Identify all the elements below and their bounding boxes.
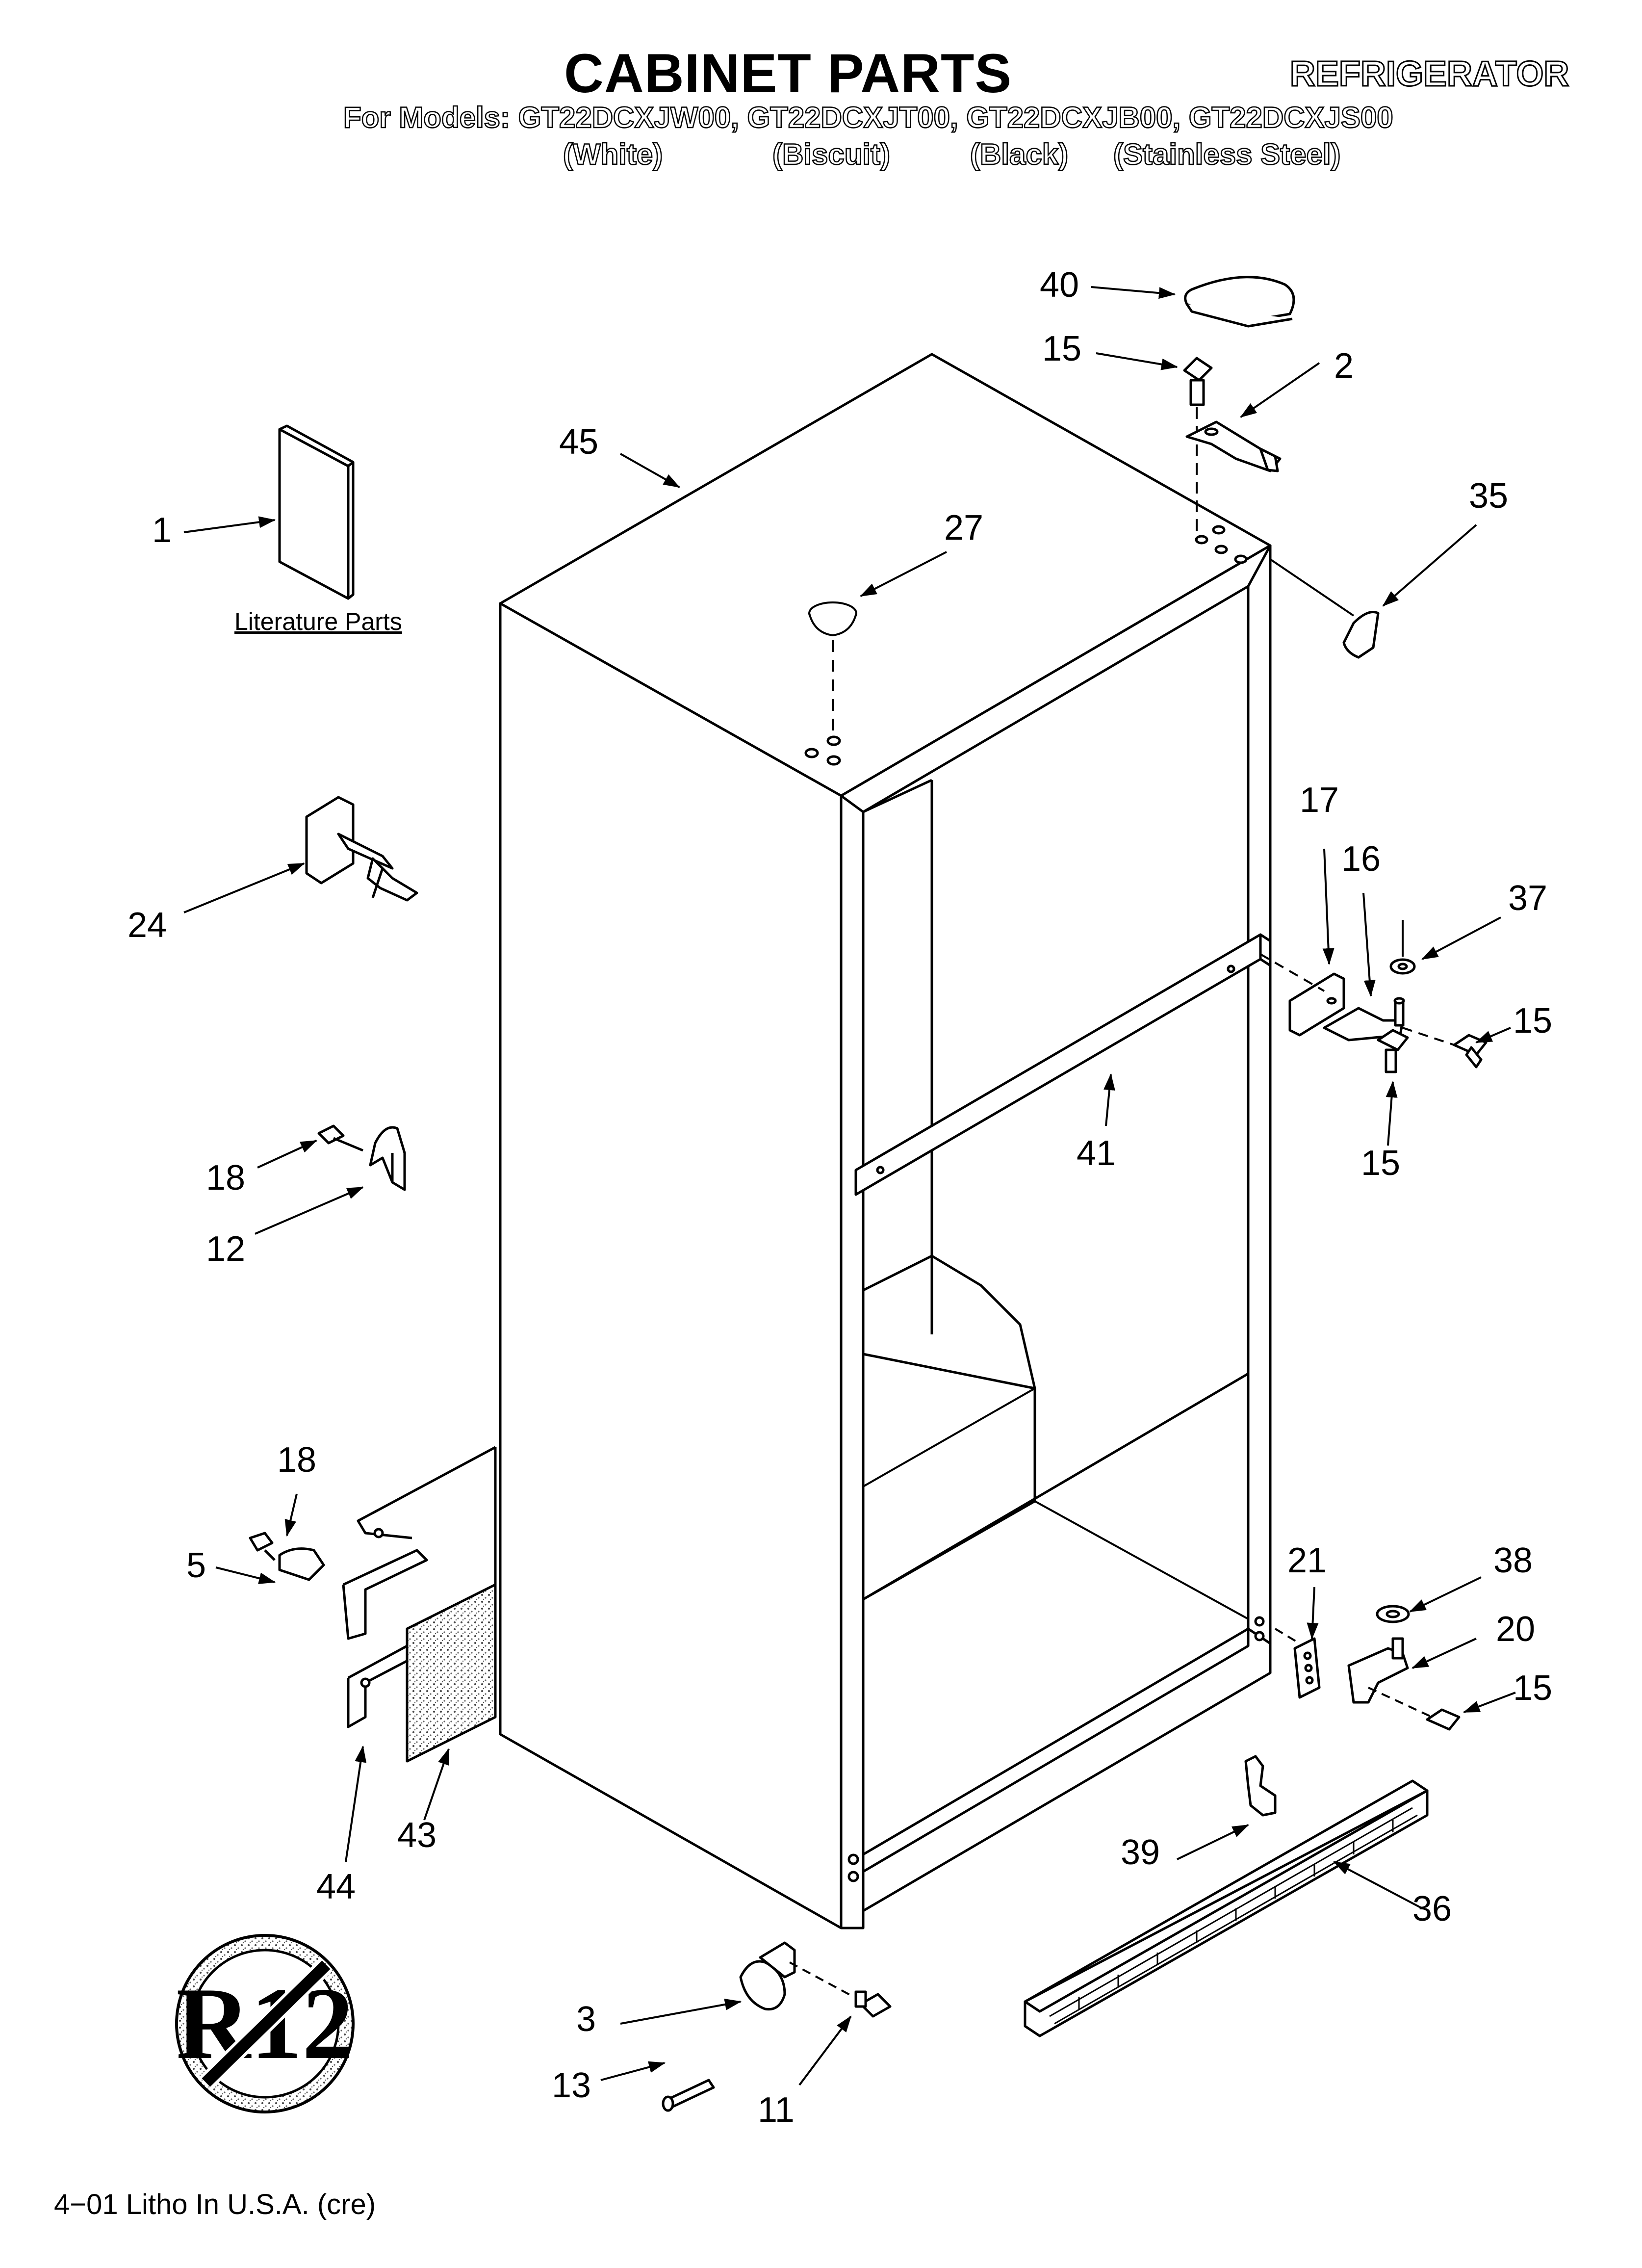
base-grille-36 [1024, 1779, 1429, 2037]
callout-38: 38 [1493, 1541, 1533, 1580]
callout-40: 40 [1040, 265, 1079, 305]
variant-black: (Black) [970, 137, 1069, 172]
callout-39: 39 [1121, 1833, 1160, 1872]
callout-15-mid: 15 [1361, 1144, 1400, 1183]
plug-27 [808, 601, 857, 736]
callout-2: 2 [1334, 346, 1354, 386]
callout-41: 41 [1077, 1134, 1116, 1173]
literature-parts-label: Literature Parts [234, 608, 402, 635]
callout-3: 3 [576, 2000, 596, 2039]
variant-biscuit: (Biscuit) [772, 137, 891, 172]
callout-35: 35 [1469, 476, 1508, 516]
callout-18-lower: 18 [277, 1440, 316, 1480]
callout-20: 20 [1496, 1610, 1535, 1649]
callout-5: 5 [186, 1546, 206, 1585]
literature-parts [278, 424, 355, 600]
callout-1: 1 [152, 511, 172, 550]
callout-12: 12 [206, 1229, 245, 1269]
callout-36: 36 [1412, 1889, 1452, 1929]
hinge-cover-40 [1184, 276, 1295, 328]
center-hinge-group [1260, 920, 1488, 1073]
roller-assembly [662, 1941, 892, 2112]
callout-45: 45 [559, 422, 598, 462]
category-label: REFRIGERATOR [1289, 54, 1569, 95]
bottom-hinge-group [1274, 1605, 1461, 1731]
models-line: For Models: GT22DCXJW00, GT22DCXJT00, GT… [343, 101, 1394, 135]
callout-18-upper: 18 [206, 1158, 245, 1198]
top-hinge-2 [1183, 357, 1282, 540]
callout-15-lower: 15 [1513, 1668, 1552, 1708]
page-title: CABINET PARTS [564, 43, 1012, 104]
callout-numbers: 40 15 2 45 1 27 35 24 17 16 37 15 15 41 … [128, 265, 1552, 2130]
callout-44: 44 [316, 1867, 356, 1906]
no-r12-badge: R12 [175, 1934, 355, 2113]
callout-27: 27 [944, 508, 983, 547]
lower-left-brackets [249, 1446, 497, 1763]
variant-stainless-steel: (Stainless Steel) [1113, 137, 1341, 172]
callout-13: 13 [552, 2066, 591, 2105]
bracket-12-screw-18 [317, 1124, 406, 1191]
footer-print-code: 4−01 Litho In U.S.A. (cre) [54, 2189, 376, 2220]
grille-clip-39 [1244, 1755, 1277, 1817]
leader-lines [183, 286, 1516, 2086]
callout-15-top: 15 [1042, 329, 1081, 368]
leveling-leg-24 [305, 796, 418, 902]
callout-37: 37 [1508, 879, 1547, 918]
callout-15-mid-right: 15 [1513, 1001, 1552, 1041]
callout-17: 17 [1300, 781, 1339, 820]
callout-21: 21 [1287, 1541, 1327, 1580]
cabinet-body [499, 353, 1272, 1929]
callout-24: 24 [128, 906, 167, 945]
hinge-cap-35 [1269, 558, 1380, 659]
callout-43: 43 [397, 1816, 436, 1855]
variant-white: (White) [563, 137, 664, 172]
callout-11: 11 [758, 2090, 795, 2130]
callout-16: 16 [1341, 839, 1381, 879]
